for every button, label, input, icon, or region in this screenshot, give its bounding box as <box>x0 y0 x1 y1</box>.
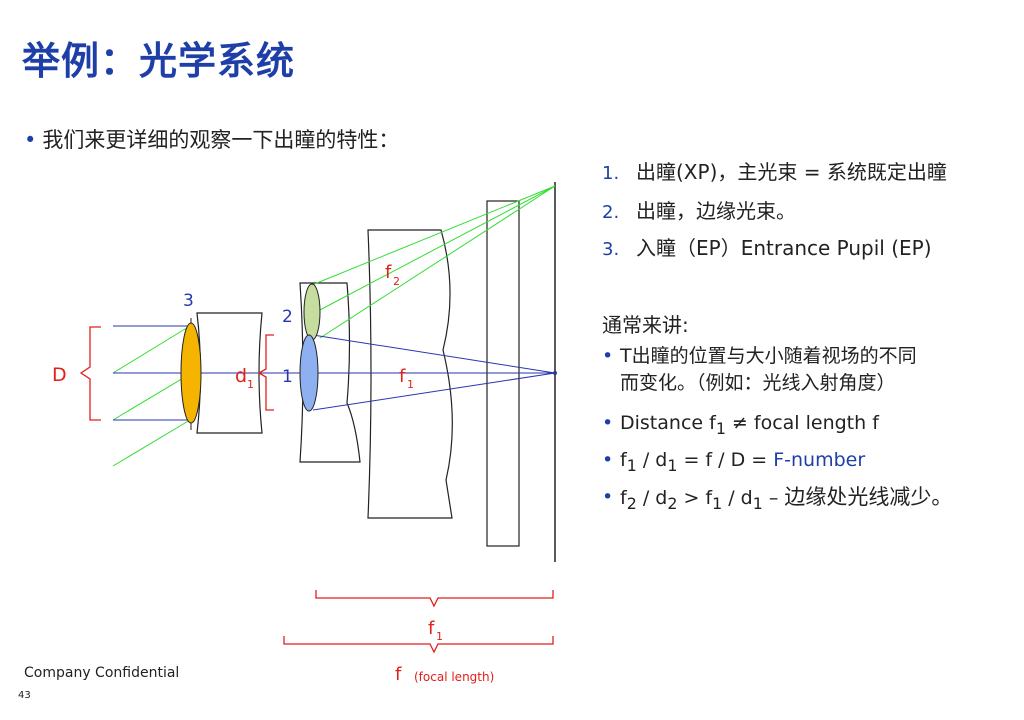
item-number: 1. <box>602 163 620 184</box>
svg-text:f: f <box>385 262 392 283</box>
bullet-dot: • <box>602 345 614 367</box>
bullet-dot: • <box>602 449 614 471</box>
bullet-4: • f2 / d2 > f1 / d1 – 边缘处光线减少。 <box>602 484 952 517</box>
f-number-term: F-number <box>773 449 866 471</box>
bullet-4-text: f2 / d2 > f1 / d1 – 边缘处光线减少。 <box>620 485 953 513</box>
intro-text: 我们来更详细的观察一下出瞳的特性： <box>42 128 400 152</box>
footer-confidential: Company Confidential <box>24 665 180 681</box>
numbered-item-3: 3. 入瞳（EP）Entrance Pupil (EP) <box>602 232 932 261</box>
svg-text:f: f <box>428 618 435 639</box>
svg-text:(focal length): (focal length) <box>414 670 494 684</box>
label-f2: f 2 <box>385 262 400 288</box>
item-text: 出瞳(XP)，主光束 = 系统既定出瞳 <box>636 160 947 184</box>
svg-text:1: 1 <box>436 630 443 643</box>
item-number: 2. <box>602 202 620 223</box>
sub-heading: 通常来讲: <box>602 313 689 337</box>
bullet-3: • f1 / d1 = f / D = F-number <box>602 447 865 479</box>
lens-body-3 <box>367 229 453 519</box>
bullet-1-line-1: T出瞳的位置与大小随着视场的不同 <box>620 345 917 367</box>
bracket-f <box>283 636 554 654</box>
svg-text:f: f <box>395 664 402 685</box>
bullet-dot: • <box>602 412 614 434</box>
entrance-pupil-lens <box>180 322 202 424</box>
bracket-f-label: f (focal length) <box>395 664 494 685</box>
svg-text:1: 1 <box>407 378 414 391</box>
numbered-item-2: 2. 出瞳，边缘光束。 <box>602 195 796 224</box>
svg-text:2: 2 <box>393 275 400 288</box>
label-1: 1 <box>282 367 293 387</box>
bullet-2: • Distance f1 ≠ focal length f <box>602 410 879 442</box>
item-text: 出瞳，边缘光束。 <box>636 199 796 223</box>
svg-text:d: d <box>235 365 247 387</box>
svg-text:f: f <box>399 366 406 387</box>
label-f1: f 1 <box>399 366 414 391</box>
bullet-3-text: f1 / d1 = f / D = F-number <box>620 449 866 475</box>
label-D: D <box>52 364 67 386</box>
numbered-item-1: 1. 出瞳(XP)，主光束 = 系统既定出瞳 <box>602 156 947 185</box>
bracket-f1-label: f 1 <box>428 618 443 643</box>
bracket-d1 <box>257 334 274 411</box>
page-title: 举例：光学系统 <box>22 39 296 83</box>
intro-bullet: •我们来更详细的观察一下出瞳的特性： <box>24 124 399 154</box>
bullet-dot: • <box>602 486 614 508</box>
blue-rays <box>113 325 556 421</box>
label-3: 3 <box>183 291 194 311</box>
bullet-1-line-2: 而变化。（例如：光线入射角度） <box>620 372 896 394</box>
label-2: 2 <box>282 307 293 327</box>
focal-point <box>553 371 557 375</box>
bracket-f1 <box>315 590 554 608</box>
bracket-D <box>79 326 101 421</box>
exit-pupil-blue <box>299 334 319 412</box>
item-text: 入瞳（EP）Entrance Pupil (EP) <box>636 236 932 260</box>
bullet-2-text: Distance f1 ≠ focal length f <box>620 412 879 438</box>
bullet-1: • T出瞳的位置与大小随着视场的不同 而变化。（例如：光线入射角度） <box>602 343 917 397</box>
bullet-dot: • <box>24 128 37 152</box>
item-number: 3. <box>602 239 620 260</box>
exit-pupil-green <box>303 283 321 341</box>
svg-text:1: 1 <box>247 378 254 391</box>
green-rays <box>112 185 556 467</box>
page-number: 43 <box>18 690 31 701</box>
label-d1: d 1 <box>235 365 254 391</box>
